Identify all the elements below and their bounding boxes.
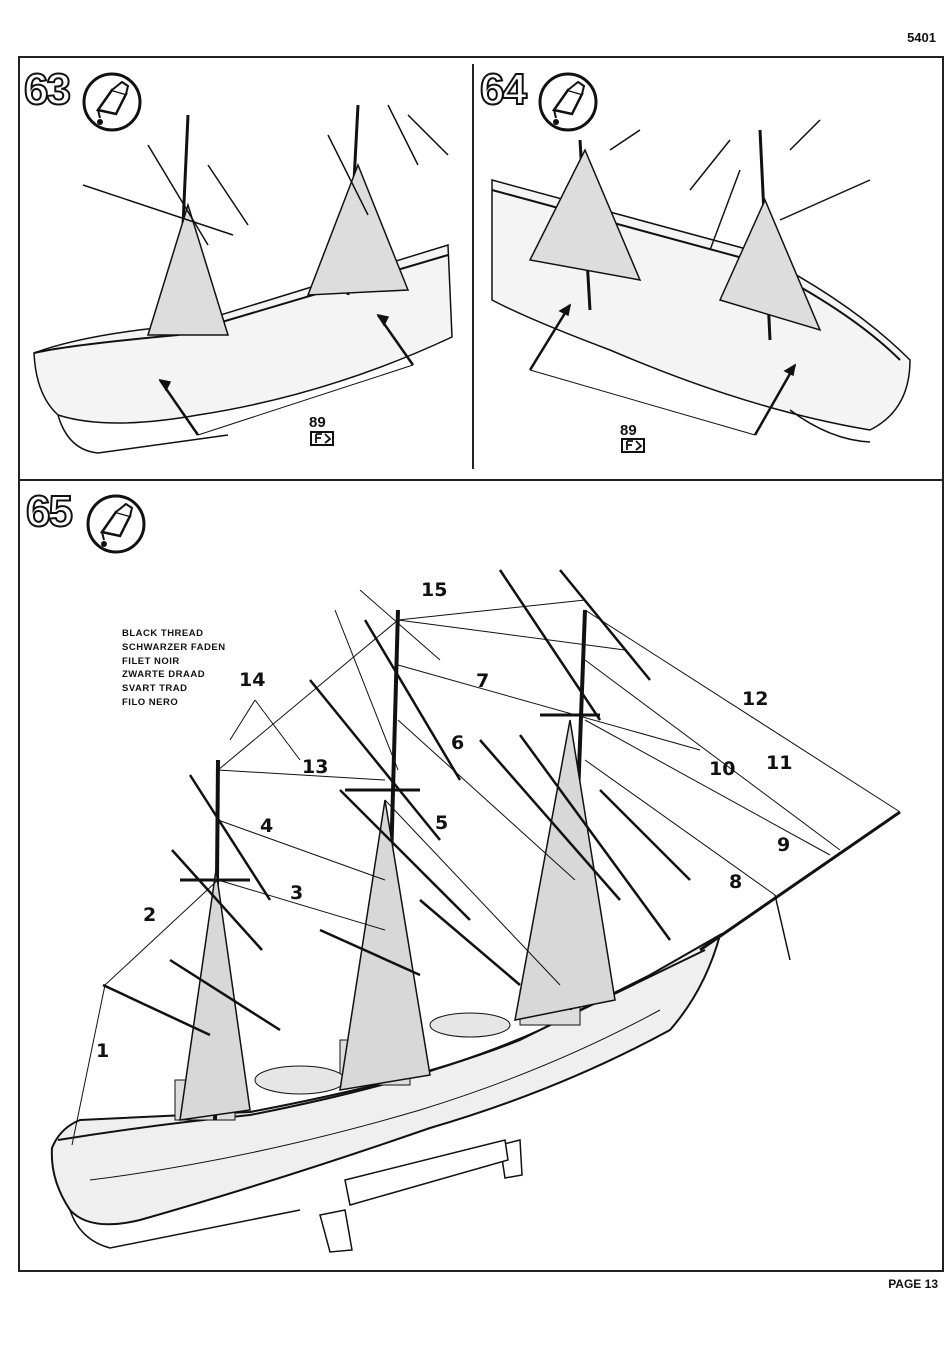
rigging-label-5: 5 bbox=[435, 812, 448, 834]
rigging-label-11: 11 bbox=[766, 752, 792, 774]
page-number: PAGE 13 bbox=[888, 1277, 938, 1291]
rigging-label-8: 8 bbox=[729, 871, 742, 893]
rigging-label-12: 12 bbox=[742, 688, 768, 710]
rigging-label-4: 4 bbox=[260, 815, 273, 837]
rigging-label-15: 15 bbox=[421, 579, 447, 601]
rigging-label-3: 3 bbox=[290, 882, 303, 904]
rigging-label-10: 10 bbox=[709, 758, 735, 780]
rigging-label-1: 1 bbox=[96, 1040, 109, 1062]
rigging-label-9: 9 bbox=[777, 834, 790, 856]
rigging-label-14: 14 bbox=[239, 669, 265, 691]
rigging-label-7: 7 bbox=[476, 670, 489, 692]
rigging-label-2: 2 bbox=[143, 904, 156, 926]
rigging-label-13: 13 bbox=[302, 756, 328, 778]
rigging-label-6: 6 bbox=[451, 732, 464, 754]
